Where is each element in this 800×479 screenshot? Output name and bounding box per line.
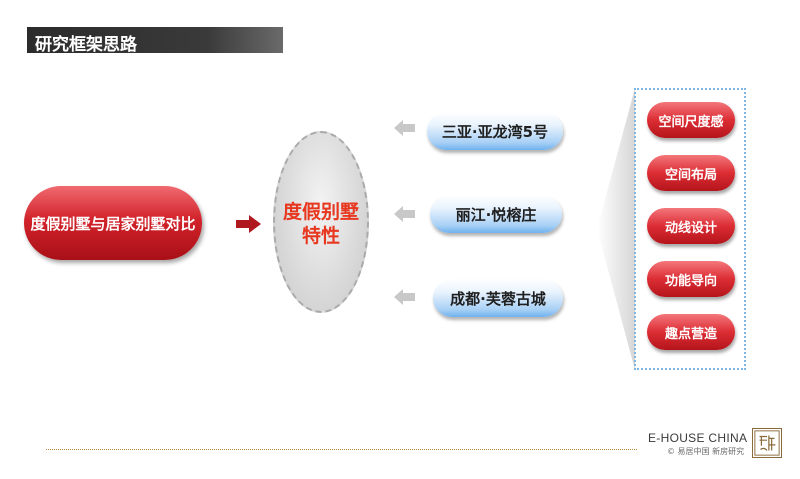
aspect-node-label: 趣点营造 [664,327,717,342]
left-arrow-icon [394,120,415,136]
footer-divider [46,449,637,450]
title-bar: 研究框架思路 [27,27,283,55]
case-node-label: 三亚·亚龙湾5号 [441,123,549,141]
case-node: 丽江·悦榕庄 [430,195,562,233]
aspect-node: 功能导向 [647,261,735,297]
brand-subtitle: © 易居中国 新房研究 [667,447,745,456]
case-node-label: 丽江·悦榕庄 [455,206,537,224]
aspects-container [634,88,746,370]
left-arrow-icon [394,289,415,305]
case-node-label: 成都·芙蓉古城 [450,290,546,308]
aspect-node-label: 空间尺度感 [658,115,724,130]
left-arrow-icon [394,206,415,222]
aspect-node: 趣点营造 [647,314,735,350]
aspect-node-label: 动线设计 [664,221,717,236]
case-node: 三亚·亚龙湾5号 [427,112,563,150]
seal-logo-icon [752,428,782,458]
brand-name: E-HOUSE CHINA [648,431,748,445]
aspect-node-label: 空间布局 [664,168,717,183]
comparison-node: 度假别墅与居家别墅对比 [24,186,202,260]
center-node-line2: 特性 [301,225,340,247]
comparison-node-label: 度假别墅与居家别墅对比 [30,215,196,233]
aspect-node: 空间布局 [647,155,735,191]
aspect-node: 动线设计 [647,208,735,244]
center-node-line1: 度假别墅 [282,201,359,223]
case-node: 成都·芙蓉古城 [433,279,563,317]
page-title: 研究框架思路 [35,35,137,55]
funnel-shape [597,88,635,370]
aspect-node: 空间尺度感 [647,102,735,138]
right-arrow-icon [236,215,261,233]
center-ellipse [273,131,369,313]
aspect-node-label: 功能导向 [664,274,717,289]
